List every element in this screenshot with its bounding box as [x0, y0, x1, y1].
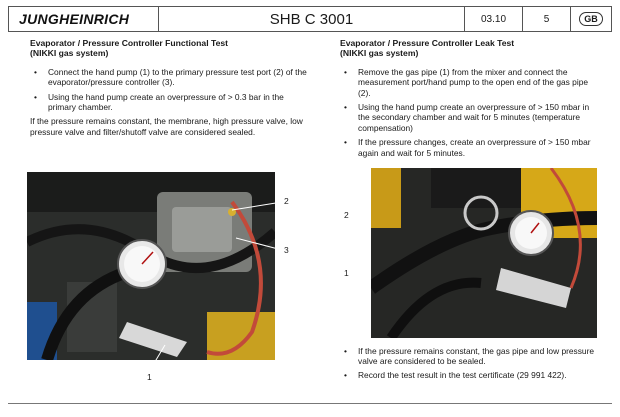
page-number: 5	[523, 7, 571, 31]
revision-date: 03.10	[465, 7, 523, 31]
callout-2: 2	[344, 210, 349, 220]
footer-divider	[8, 403, 612, 404]
list-item: Remove the gas pipe (1) from the mixer a…	[340, 67, 602, 98]
functional-test-subtitle: (NIKKI gas system)	[30, 48, 109, 59]
leak-test-subtitle: (NIKKI gas system)	[340, 48, 419, 59]
callout-3: 3	[284, 245, 289, 255]
functional-test-title: Evaporator / Pressure Controller Functio…	[30, 38, 229, 48]
language-badge: GB	[579, 12, 603, 26]
evaporator-photo	[27, 172, 275, 360]
list-item: If the pressure changes, create an overp…	[340, 137, 602, 158]
list-item: Connect the hand pump (1) to the primary…	[30, 67, 310, 88]
language-badge-cell: GB	[571, 7, 611, 31]
document-id: SHB C 3001	[159, 7, 465, 31]
leak-test-steps: Remove the gas pipe (1) from the mixer a…	[340, 67, 602, 158]
callout-1: 1	[147, 372, 152, 382]
gas-pipe-photo	[371, 168, 597, 338]
leak-test-title: Evaporator / Pressure Controller Leak Te…	[340, 38, 515, 48]
functional-test-steps: Connect the hand pump (1) to the primary…	[30, 67, 310, 113]
brand-logo: JUNGHEINRICH	[9, 7, 159, 31]
callout-1: 1	[344, 268, 349, 278]
conclusion-list: If the pressure remains constant, the ga…	[340, 346, 604, 381]
list-item: Using the hand pump create an overpressu…	[30, 92, 310, 113]
list-item: Using the hand pump create an overpressu…	[340, 102, 602, 133]
functional-test-section: Evaporator / Pressure Controller Functio…	[30, 38, 310, 137]
callout-2: 2	[284, 196, 289, 206]
document-header: JUNGHEINRICH SHB C 3001 03.10 5 GB	[8, 6, 612, 32]
functional-test-result: If the pressure remains constant, the me…	[30, 116, 303, 137]
list-item: If the pressure remains constant, the ga…	[340, 346, 604, 367]
leak-test-section: Evaporator / Pressure Controller Leak Te…	[340, 38, 602, 162]
list-item: Record the test result in the test certi…	[340, 370, 604, 381]
leak-test-conclusion: If the pressure remains constant, the ga…	[340, 346, 604, 383]
